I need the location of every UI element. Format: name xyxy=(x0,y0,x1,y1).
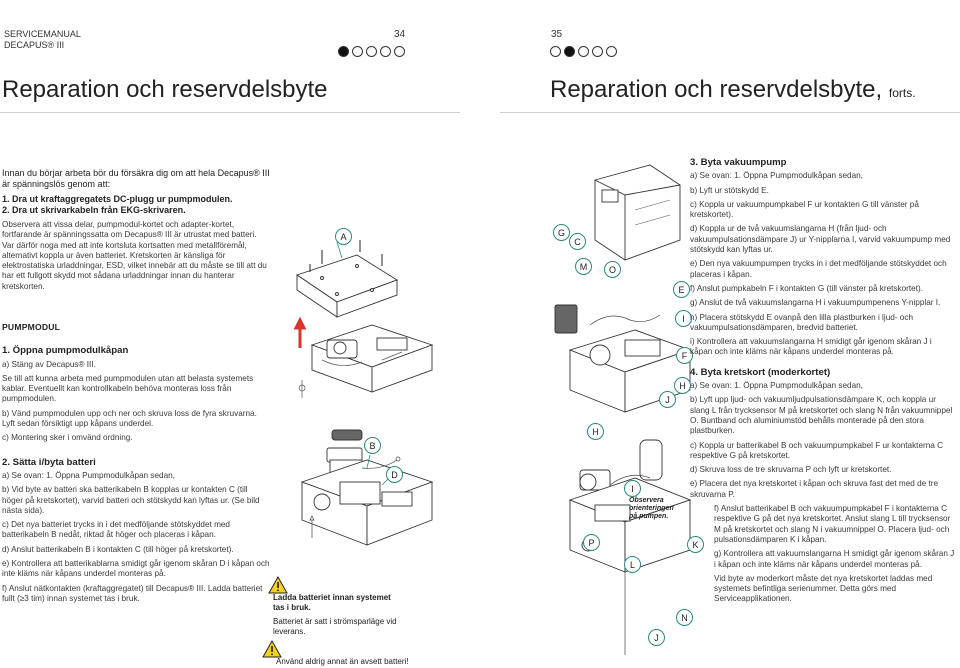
s2-c: c) Det nya batteriet trycks in i det med… xyxy=(2,520,230,540)
warning-icon-2 xyxy=(262,640,282,658)
s1-a: a) Stäng av Decapus® III. xyxy=(2,359,96,369)
label-i: I xyxy=(675,310,692,327)
s3-e: e) Den nya vakuumpumpen trycks in i det … xyxy=(690,259,947,279)
label-n: N xyxy=(676,609,693,626)
label-i-2: I xyxy=(624,480,641,497)
warning-bold: Ladda batteriet innan systemet tas i bru… xyxy=(273,593,391,612)
right-page-number: 35 xyxy=(551,29,563,40)
s1-b: b) Vänd pumpmodulen upp och ner och skru… xyxy=(2,408,257,429)
s2-title: 2. Sätta i/byta batteri xyxy=(2,456,96,468)
left-illustration xyxy=(293,240,434,546)
s3-f: f) Anslut pumpkabeln F i kontakten G (ti… xyxy=(690,283,923,293)
page-dot xyxy=(578,46,589,57)
s3-i: i) Kontrollera att vakuumslangarna H smi… xyxy=(690,337,932,357)
right-title-text: Reparation och reservdelsbyte, xyxy=(550,76,883,103)
left-text-column: Innan du börjar arbeta bör du försäkra d… xyxy=(2,168,270,296)
label-a: A xyxy=(335,228,352,245)
s2-b: b) Vid byte av batteri ska batterikabeln… xyxy=(2,485,260,515)
left-page-title: Reparation och reservdelsbyte xyxy=(2,76,328,103)
s3-title: 3. Byta vakuumpump xyxy=(690,157,787,168)
s3-h: h) Placera stötskydd E ovanpå den lilla … xyxy=(690,312,914,332)
s4-b: b) Lyft upp ljud- och vakuumljudpulsatio… xyxy=(690,395,953,436)
s2-f: f) Anslut nätkontakten (kraftaggregatet)… xyxy=(2,583,263,603)
page-dot xyxy=(366,46,377,57)
page-dot xyxy=(564,46,575,57)
s1-c: c) Montering sker i omvänd ordning. xyxy=(2,433,133,443)
s4-a: a) Se ovan: 1. Öppna Pumpmodulkåpan seda… xyxy=(690,381,863,391)
label-j: J xyxy=(659,391,676,408)
right-text-column: 3. Byta vakuumpump a) Se ovan: 1. Öppna … xyxy=(690,157,956,609)
s1-title: 1. Öppna pumpmodulkåpan xyxy=(2,345,129,357)
s4-e: e) Placera det nya kretskortet i kåpan o… xyxy=(690,479,939,499)
s3-a: a) Se ovan: 1. Öppna Pumpmodulkåpan seda… xyxy=(690,171,863,181)
page-dot xyxy=(394,46,405,57)
right-page-dots xyxy=(550,46,617,57)
s2-d: d) Anslut batterikabeln B i kontakten C … xyxy=(2,544,234,554)
right-page-title: Reparation och reservdelsbyte, forts. xyxy=(550,76,916,104)
label-o: O xyxy=(604,261,621,278)
right-title-suffix: forts. xyxy=(888,86,916,100)
label-b: B xyxy=(364,437,381,454)
label-f: F xyxy=(676,347,693,364)
label-d: D xyxy=(386,466,403,483)
left-page-number: 34 xyxy=(394,29,406,40)
s3-c: c) Koppla ur vakuumpumpkabel F ur kontak… xyxy=(690,199,919,220)
label-j-2: J xyxy=(648,629,665,646)
s4-f: f) Anslut batterikabel B och vakuumpumpk… xyxy=(714,504,951,544)
s4-d: d) Skruva loss de tre skruvarna P och ly… xyxy=(690,465,892,475)
warning-text: Batteriet är satt i strömsparläge vid le… xyxy=(273,617,397,636)
pumpmodul-section: PUMPMODUL 1. Öppna pumpmodulkåpan a) Stä… xyxy=(2,322,270,608)
s4-g: g) Kontrollera att vakuumslangarna H smi… xyxy=(714,549,955,569)
header-manual-label: SERVICEMANUAL xyxy=(4,29,81,39)
page-dot xyxy=(592,46,603,57)
s2-e: e) Kontrollera att batterikablarna smidi… xyxy=(2,559,270,579)
label-c: C xyxy=(569,233,586,250)
right-illustration xyxy=(554,164,692,655)
s4-note: Vid byte av moderkort måste det nya kret… xyxy=(714,573,933,604)
label-m: M xyxy=(575,258,592,275)
s3-d: d) Koppla ur de två vakuumslangarna H (f… xyxy=(690,224,951,255)
s1-p1: Se till att kunna arbeta med pumpmodulen… xyxy=(2,373,254,404)
warning-2: Använd aldrig annat än avsett batteri! xyxy=(276,657,409,666)
label-p: P xyxy=(583,534,600,551)
label-k: K xyxy=(687,536,704,553)
page-dot xyxy=(606,46,617,57)
s3-g: g) Anslut de två vakuumslangarna H i vak… xyxy=(690,298,941,308)
page-dot xyxy=(352,46,363,57)
page-dot xyxy=(550,46,561,57)
page-dot xyxy=(380,46,391,57)
step-1: 1. Dra ut kraftaggregatets DC-plugg ur p… xyxy=(2,194,233,204)
intro-text: Innan du börjar arbeta bör du försäkra d… xyxy=(2,168,270,189)
s4-title: 4. Byta kretskort (moderkortet) xyxy=(690,366,831,378)
observe-paragraph: Observera att vissa delar, pumpmodul-kor… xyxy=(2,220,267,291)
header-product-label: DECAPUS® III xyxy=(4,40,65,50)
label-e: E xyxy=(673,281,690,298)
label-h-2: H xyxy=(587,423,604,440)
label-h: H xyxy=(674,377,691,394)
s2-a: a) Se ovan: 1. Öppna Pumpmodulkåpan seda… xyxy=(2,470,175,480)
label-l: L xyxy=(624,556,641,573)
warning-box: Ladda batteriet innan systemet tas i bru… xyxy=(273,593,403,637)
left-title-rule xyxy=(0,112,460,113)
left-page-dots xyxy=(338,46,405,57)
label-g: G xyxy=(553,224,570,241)
section-heading: PUMPMODUL xyxy=(2,322,61,332)
step-2: 2. Dra ut skrivarkabeln från EKG-skrivar… xyxy=(2,205,186,215)
s4-c: c) Koppla ur batterikabel B och vakuumpu… xyxy=(690,440,944,460)
s3-b: b) Lyft ur stötskydd E. xyxy=(690,185,769,195)
right-title-rule xyxy=(500,112,960,113)
observe-orientation-caption: Observera orienteringen på pumpen. xyxy=(629,497,674,520)
page-dot xyxy=(338,46,349,57)
warning-icon xyxy=(268,576,288,594)
